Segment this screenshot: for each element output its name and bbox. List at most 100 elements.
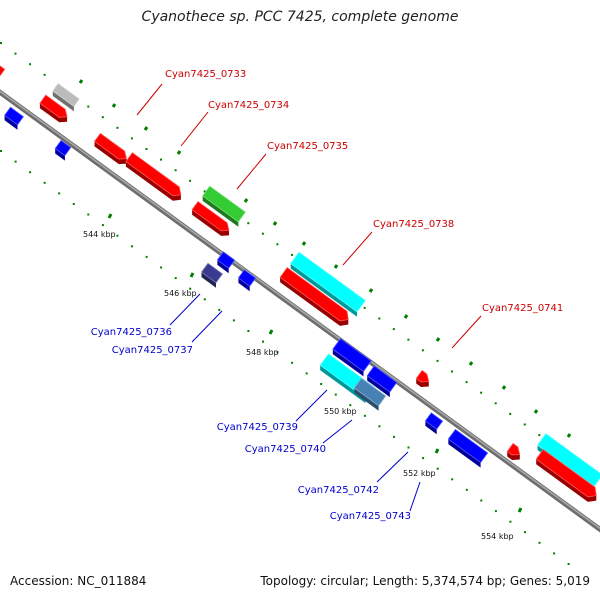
tick-mark bbox=[533, 409, 539, 414]
guide-dot bbox=[523, 423, 526, 426]
tick-mark bbox=[143, 126, 149, 131]
guide-dot bbox=[465, 488, 468, 491]
guide-dot bbox=[538, 541, 541, 544]
guide-dot bbox=[393, 435, 395, 438]
gene-Cyan7425_0743 bbox=[447, 428, 489, 468]
guide-dot bbox=[203, 190, 206, 193]
gene-violet-side bbox=[201, 272, 216, 288]
guide-dot bbox=[378, 317, 381, 320]
gene-Cyan7425_0741-edge bbox=[415, 369, 430, 383]
gene-label-Cyan7425_0739: Cyan7425_0739 bbox=[217, 422, 298, 433]
guide-dot bbox=[305, 372, 308, 375]
gene-red-small-edge bbox=[506, 442, 521, 456]
gene-Cyan7425_0734-edge bbox=[93, 132, 128, 160]
leader-line-forward bbox=[451, 315, 482, 349]
gene-edge-left-face bbox=[0, 65, 5, 76]
gene-features bbox=[0, 65, 600, 502]
leader-line-reverse bbox=[295, 389, 328, 422]
guide-dot bbox=[0, 42, 2, 44]
guide-dot bbox=[160, 266, 163, 269]
guide-dot bbox=[160, 158, 162, 161]
gene-reverse-small-side bbox=[55, 148, 65, 161]
guide-dot bbox=[247, 222, 250, 225]
gene-steel-side bbox=[354, 388, 379, 411]
guide-dot bbox=[363, 306, 366, 309]
guide-dot bbox=[261, 232, 264, 235]
gene-violet bbox=[200, 262, 224, 288]
guide-dot bbox=[480, 391, 483, 394]
guide-dot bbox=[538, 434, 541, 437]
guide-dot bbox=[276, 351, 279, 354]
guide-dot bbox=[130, 137, 133, 140]
gene-Cyan7425_0735b-edge bbox=[191, 201, 230, 232]
gene-reverse-small-edge bbox=[54, 139, 72, 157]
gene-Cyan7425_0740-face bbox=[367, 365, 397, 393]
gene-other-grey-side bbox=[52, 91, 74, 112]
guide-dot bbox=[567, 563, 570, 565]
guide-dot bbox=[465, 381, 468, 384]
gene-label-Cyan7425_0737: Cyan7425_0737 bbox=[112, 345, 193, 356]
guide-dot bbox=[421, 349, 424, 352]
gene-label-Cyan7425_0734: Cyan7425_0734 bbox=[208, 100, 289, 111]
guide-dot bbox=[87, 105, 90, 108]
gene-Cyan7425_0738-side bbox=[290, 263, 357, 317]
gene-reverse-left-edge bbox=[4, 106, 24, 126]
leader-line-reverse bbox=[376, 451, 409, 483]
gene-Cyan7425_0739-side bbox=[332, 349, 364, 377]
backbone bbox=[0, 89, 600, 533]
gene-Cyan7425_0737-face bbox=[238, 269, 256, 287]
gene-green-side bbox=[202, 195, 239, 227]
gene-Cyan7425_0736-side bbox=[217, 259, 229, 274]
guide-dot bbox=[189, 179, 192, 182]
gene-Cyan7425_0742 bbox=[424, 412, 444, 435]
tick-mark bbox=[243, 198, 249, 203]
gene-rna-mid-side bbox=[320, 365, 366, 404]
topology-footer: Topology: circular; Length: 5,374,574 bp… bbox=[260, 574, 590, 588]
gene-Cyan7425_0734-side bbox=[94, 141, 127, 165]
gene-red-right-edge bbox=[535, 448, 597, 498]
leader-line-forward bbox=[236, 153, 267, 190]
gene-edge-left bbox=[0, 65, 6, 77]
gene-Cyan7425_0737-edge bbox=[237, 269, 257, 287]
gene-Cyan7425_0741 bbox=[415, 369, 430, 387]
gene-other-grey-edge bbox=[52, 83, 80, 107]
tick-mark bbox=[403, 314, 409, 319]
gene-green-face bbox=[202, 186, 246, 222]
tick-label: 552 kbp bbox=[403, 469, 436, 478]
guide-dot bbox=[232, 319, 235, 322]
gene-label-Cyan7425_0740: Cyan7425_0740 bbox=[245, 444, 326, 455]
gene-Cyan7425_0738-edge bbox=[290, 251, 366, 313]
gene-label-Cyan7425_0741: Cyan7425_0741 bbox=[482, 303, 563, 314]
gene-Cyan7425_0735b bbox=[191, 201, 230, 236]
tick-mark bbox=[107, 213, 113, 219]
gene-Cyan7425_0738b-edge bbox=[279, 267, 349, 322]
gene-steel-face bbox=[354, 378, 386, 406]
guide-dot bbox=[29, 63, 32, 66]
guide-dot bbox=[422, 457, 425, 460]
gene-reverse-left-side bbox=[4, 115, 18, 130]
gene-rna-right-face bbox=[537, 433, 600, 487]
guide-dot bbox=[407, 446, 410, 449]
gene-Cyan7425_0743-side bbox=[448, 439, 481, 468]
guide-dot bbox=[145, 148, 148, 150]
guide-dot bbox=[174, 169, 177, 172]
leader-line-reverse bbox=[409, 481, 421, 512]
gene-steel-edge bbox=[353, 377, 387, 407]
gene-other-grey-face bbox=[52, 83, 80, 107]
gene-red-small bbox=[506, 442, 521, 460]
gene-Cyan7425_0735-side bbox=[125, 161, 181, 201]
tick-mark bbox=[176, 150, 182, 155]
leader-line-reverse bbox=[169, 293, 201, 326]
gene-red-right bbox=[535, 448, 597, 502]
tick-mark bbox=[272, 221, 278, 226]
gene-label-Cyan7425_0733: Cyan7425_0733 bbox=[165, 69, 246, 80]
gene-green-edge bbox=[202, 185, 246, 223]
gene-violet-face bbox=[201, 263, 223, 283]
guide-dot bbox=[203, 298, 206, 301]
tick-mark bbox=[468, 361, 474, 366]
guide-dot bbox=[349, 404, 352, 407]
gene-label-Cyan7425_0743: Cyan7425_0743 bbox=[330, 511, 411, 522]
gene-Cyan7425_0735 bbox=[125, 152, 182, 201]
gene-Cyan7425_0736-edge bbox=[216, 251, 236, 269]
